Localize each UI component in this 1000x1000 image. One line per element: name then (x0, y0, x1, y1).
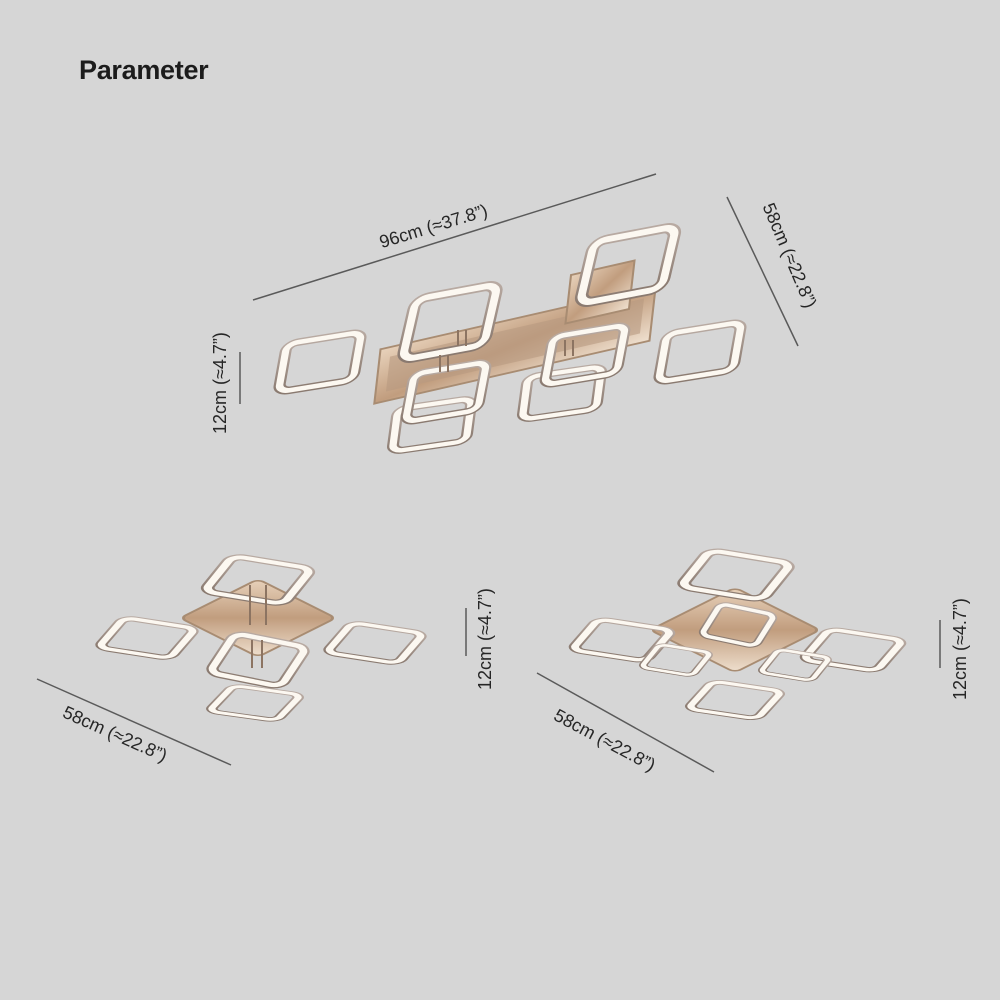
product-square-5-ring (36, 556, 467, 766)
height-label-product-1: 12cm (≈4.7”) (210, 332, 230, 434)
length-dimension-line (252, 173, 657, 301)
page-title: Parameter (79, 55, 209, 85)
product-square-7-ring (536, 550, 941, 773)
width-dimension-line (536, 672, 715, 773)
width-dimension-line (36, 678, 232, 766)
height-label-product-2: 12cm (≈4.7”) (475, 588, 495, 690)
product-rectangular-8-ring (239, 173, 799, 452)
width-dimension-line (726, 196, 799, 347)
height-label-product-3: 12cm (≈4.7”) (950, 598, 970, 700)
